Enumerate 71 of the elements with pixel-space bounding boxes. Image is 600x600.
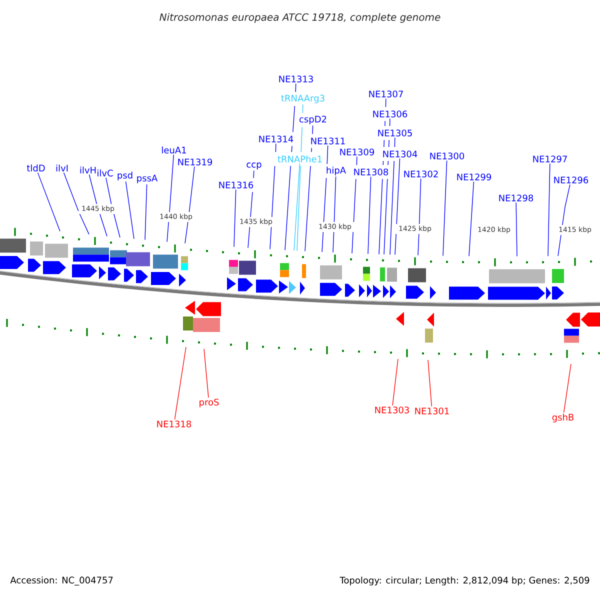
gene-label: NE1297 [533, 156, 567, 162]
gene-label: ilvC [98, 170, 113, 176]
leader-line [394, 158, 400, 256]
leader-line [184, 166, 195, 244]
leader-line [563, 364, 572, 413]
leader-line [270, 143, 276, 250]
gene-label: NE1318 [157, 420, 192, 428]
gene-label: hipA [326, 166, 346, 176]
gene-label: NE1313 [279, 76, 313, 82]
leader-line [368, 176, 372, 254]
leader-line [378, 98, 386, 255]
leader-line [384, 118, 390, 255]
accession-note: Accession: NC_004757 [10, 576, 113, 586]
leader-line [352, 156, 358, 254]
leader-line [468, 181, 474, 256]
gene-label: tRNAPhe1 [278, 156, 322, 162]
leader-line [428, 360, 432, 407]
leader-line [125, 181, 134, 240]
gene-label: NE1298 [499, 194, 534, 202]
gene-label: NE1308 [354, 168, 388, 176]
gene-label: NE1311 [311, 138, 345, 144]
leader-line [516, 202, 518, 257]
leader-line [248, 170, 254, 248]
gene-label: NE1301 [415, 408, 449, 414]
gene-label: NE1303 [375, 406, 409, 414]
leader-line [284, 83, 296, 250]
leader-line [558, 184, 570, 256]
leader-line [37, 172, 60, 232]
gene-label: psd [118, 172, 132, 180]
gene-label: NE1314 [259, 136, 294, 142]
gene-label: gshB [552, 414, 574, 422]
gene-label: ilvH [80, 166, 96, 174]
gene-label: tldD [26, 164, 45, 172]
gene-label: pssA [137, 174, 158, 184]
gene-label: cspD2 [300, 116, 326, 124]
leader-line [88, 174, 108, 237]
gene-label: tRNAArg3 [281, 94, 324, 104]
leader-line [296, 104, 304, 252]
gene-label: NE1296 [554, 176, 588, 184]
gene-label: NE1309 [340, 148, 374, 156]
gene-label: leuA1 [162, 146, 186, 154]
leader-line [332, 176, 336, 253]
leader-line [294, 163, 300, 251]
gene-label: NE1305 [378, 130, 412, 136]
leader-line [418, 178, 422, 256]
gene-label: NE1302 [404, 170, 438, 178]
gene-label: NE1307 [369, 90, 403, 98]
leader-line [204, 348, 209, 398]
leader-line [304, 125, 314, 252]
leader-line [174, 346, 186, 420]
title: Nitrosomonas europaea ATCC 19718, complete genome [160, 13, 440, 23]
leader-line [390, 137, 396, 255]
genome-info-note: Topology: circular; Length: 2,812,094 bp; Genes: 2,509 [340, 576, 590, 586]
leader-line [442, 160, 448, 256]
leader-line [144, 184, 148, 240]
leader-line [166, 154, 174, 242]
gene-label: ccp [246, 162, 262, 170]
gene-label: proS [200, 398, 219, 408]
gene-label: NE1304 [383, 150, 418, 158]
leader-line [106, 177, 120, 238]
leader-line [548, 163, 550, 256]
gene-label: NE1306 [373, 110, 408, 118]
leader-line [234, 189, 236, 248]
gene-label: NE1316 [219, 182, 254, 188]
leader-line [392, 358, 398, 406]
leader-line [322, 145, 328, 252]
gene-label: ilvI [56, 164, 68, 172]
gene-label: NE1319 [178, 158, 212, 166]
leader-line [63, 172, 90, 235]
gene-label: NE1300 [430, 152, 464, 160]
gene-label: NE1299 [457, 174, 492, 180]
